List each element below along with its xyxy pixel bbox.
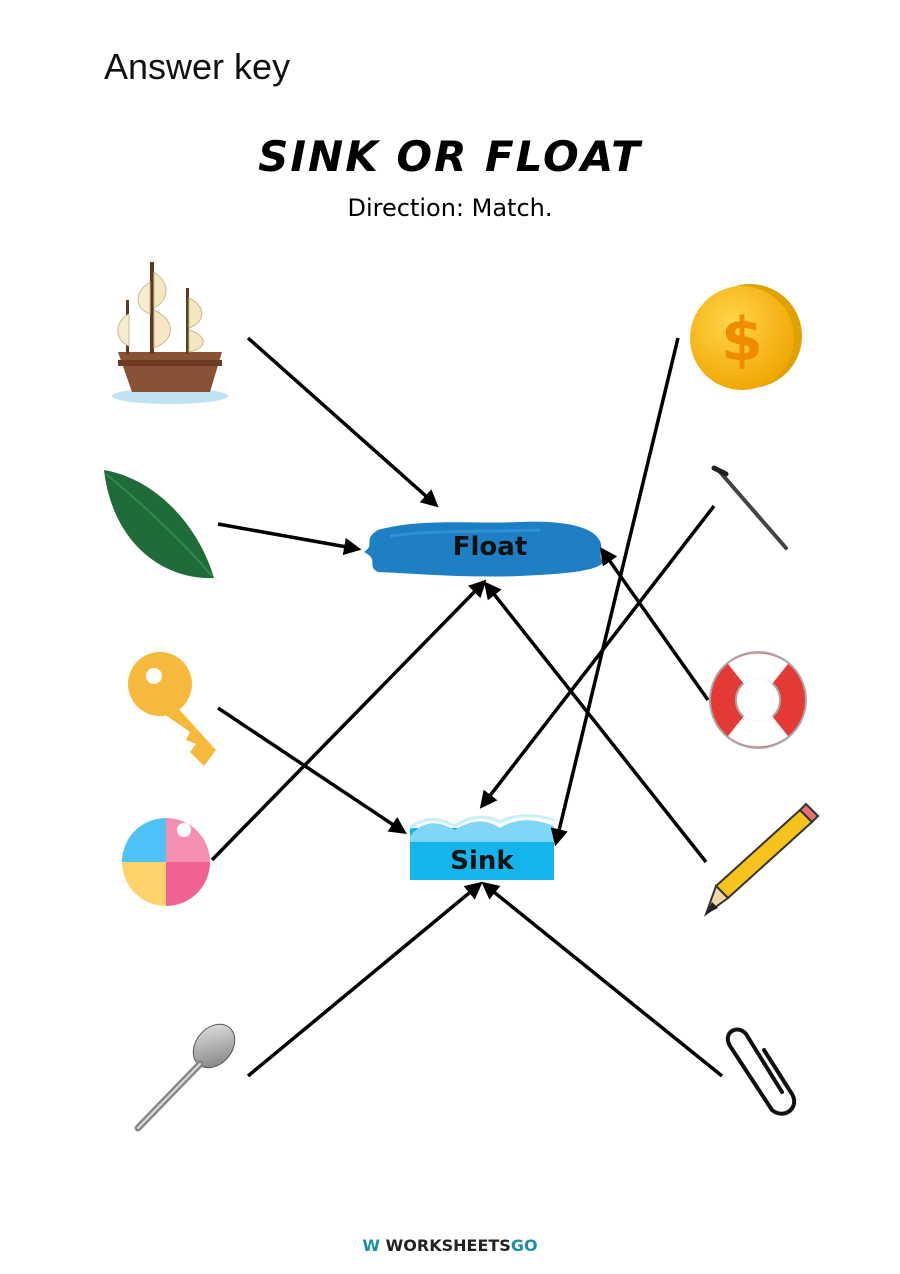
- paperclip-icon: [726, 1027, 796, 1116]
- arrow-nail-sink: [479, 504, 716, 809]
- float-label: Float: [452, 532, 528, 562]
- footer-brand: W WORKSHEETSGO: [0, 1236, 900, 1255]
- beach-ball-icon: [122, 818, 210, 906]
- arrow-lifering-float: [599, 547, 710, 702]
- arrow-ship-float: [246, 336, 439, 508]
- arrow-paperclip-sink: [481, 881, 724, 1078]
- spoon-icon: [134, 1023, 236, 1132]
- key-icon: [128, 652, 216, 766]
- leaf-icon: [104, 470, 214, 579]
- brand-logo-icon: W: [362, 1236, 386, 1255]
- sink-target: [409, 814, 555, 880]
- brand-go: GO: [510, 1236, 538, 1255]
- arrow-key-sink: [217, 706, 407, 834]
- brand-main: WORKSHEETS: [385, 1236, 511, 1255]
- arrow-pencil-float: [483, 581, 708, 864]
- ship-icon: [112, 262, 228, 404]
- arrow-coin-sink: [550, 337, 680, 847]
- sink-label: Sink: [450, 846, 514, 876]
- float-target: [364, 521, 604, 577]
- svg-text:$: $: [721, 305, 763, 375]
- direction-text: Direction: Match.: [347, 194, 553, 222]
- answer-key-label: Answer key: [104, 46, 291, 87]
- arrow-leaf-float: [217, 522, 362, 556]
- arrow-spoon-sink: [246, 881, 483, 1078]
- nail-icon: [711, 465, 788, 550]
- answer-arrows: [210, 336, 724, 1078]
- arrow-ball-float: [210, 579, 487, 862]
- life-ring-icon: [709, 651, 807, 749]
- pencil-icon: [703, 802, 820, 917]
- page-title: SINK OR FLOAT: [258, 132, 642, 181]
- coin-icon: $: [690, 284, 802, 390]
